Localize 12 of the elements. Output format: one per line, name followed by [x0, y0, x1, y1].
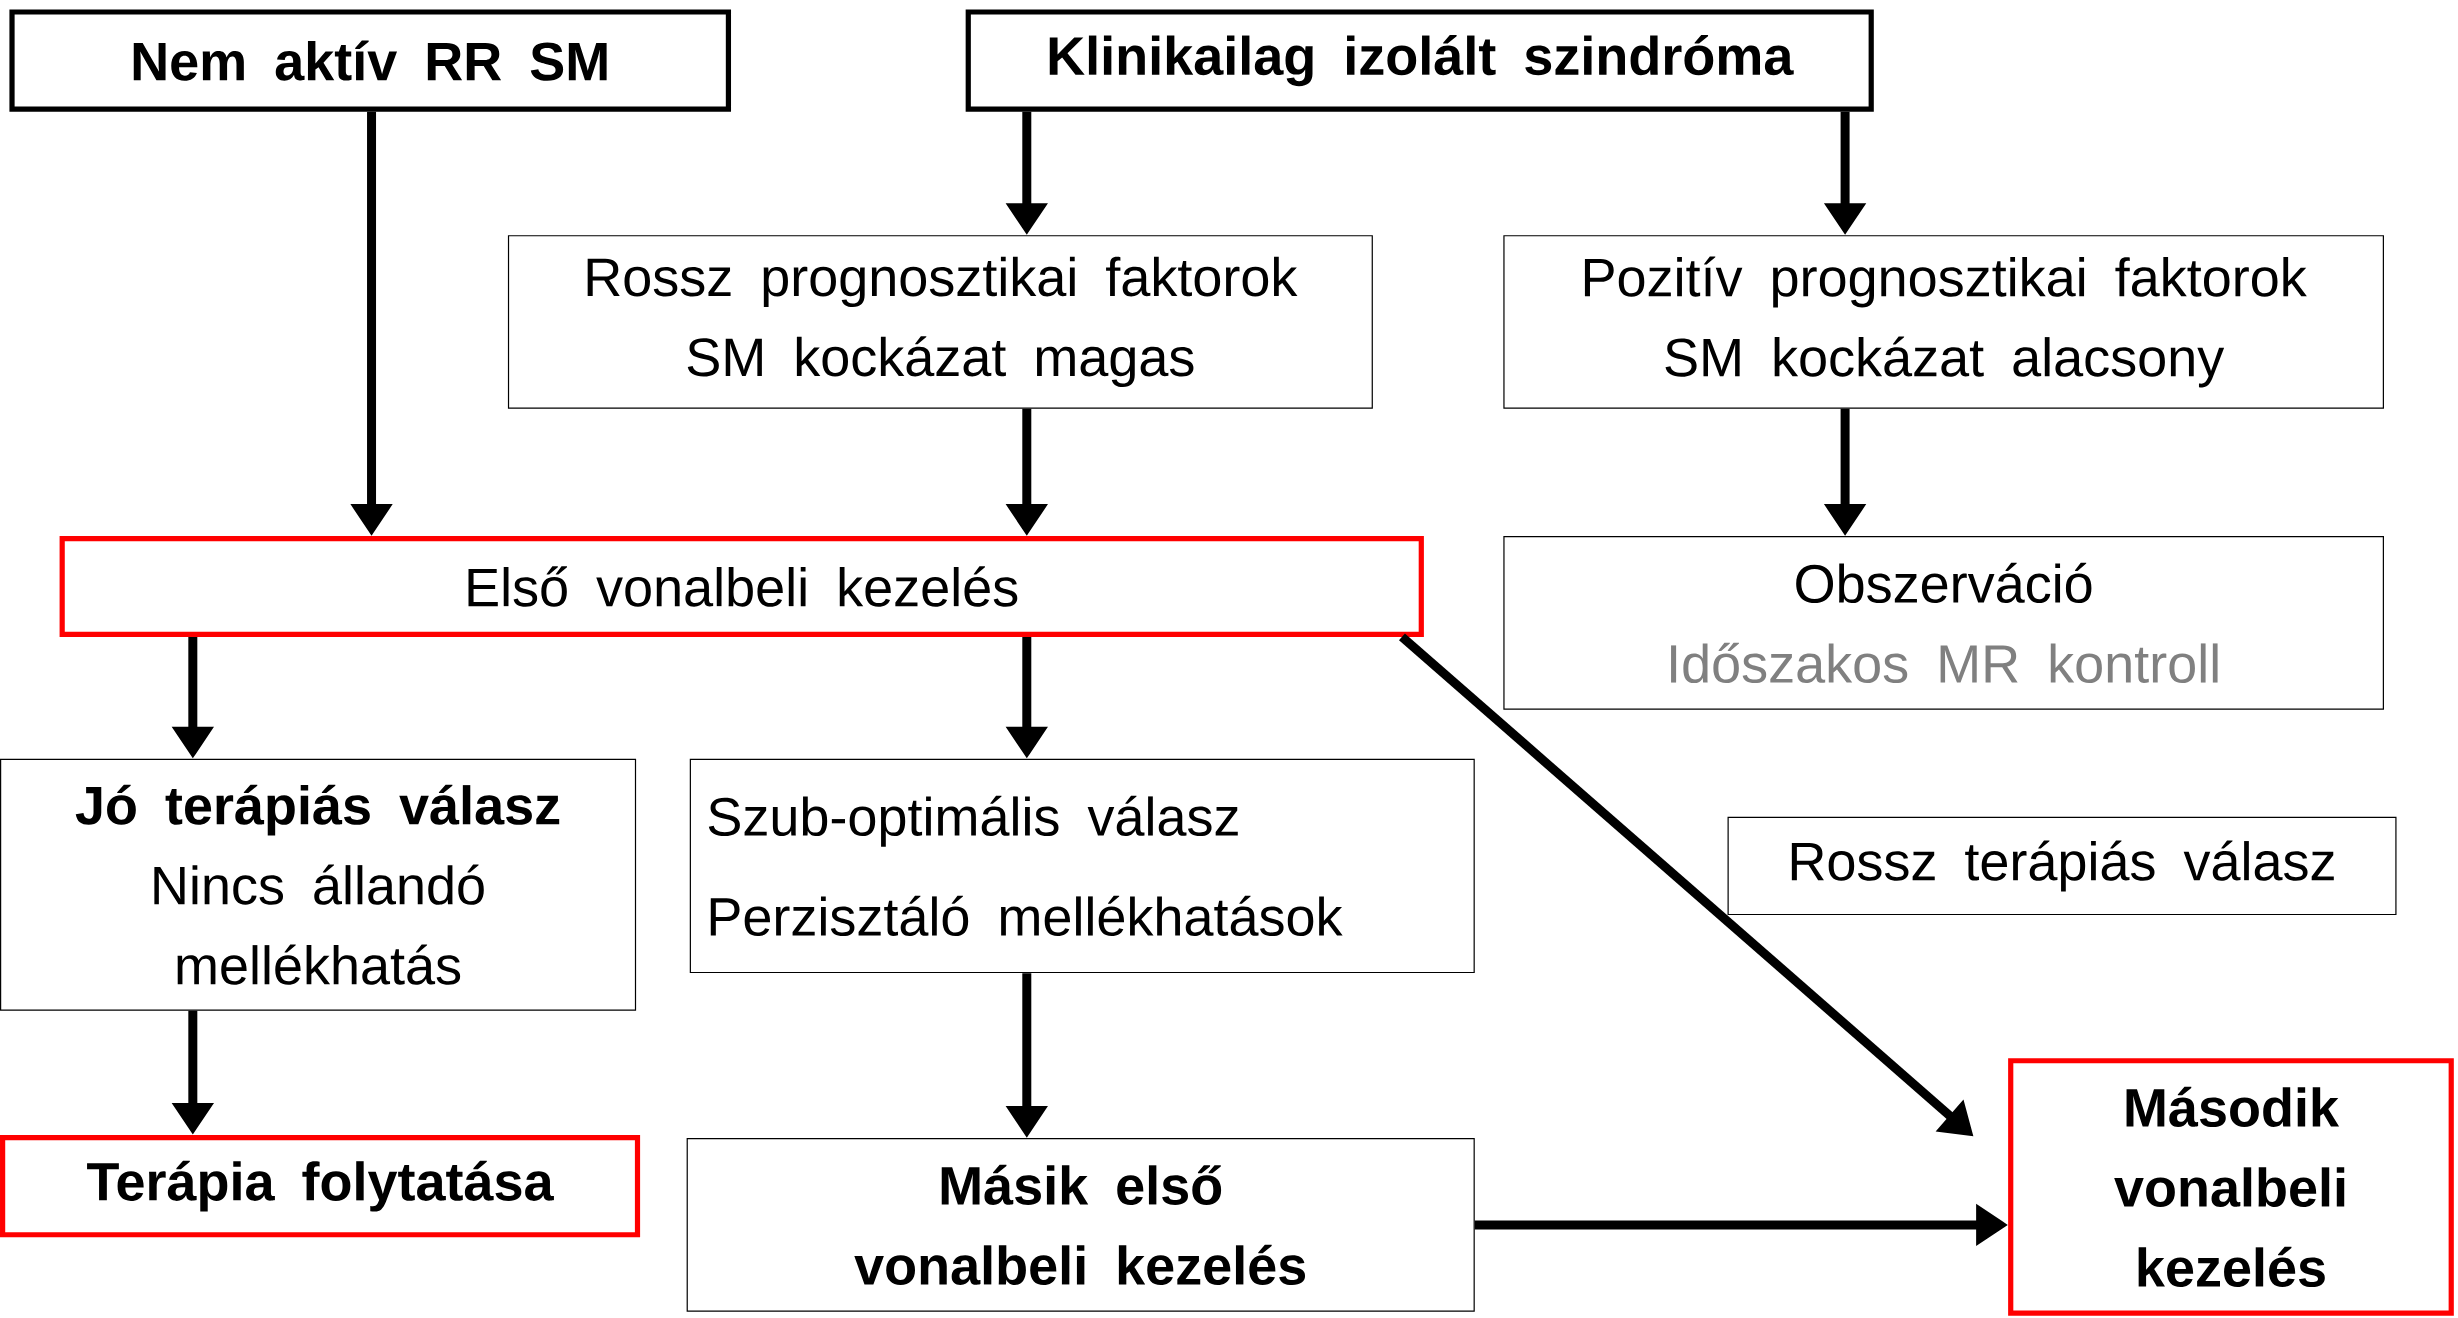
treatment-box: Második vonalbeli kezelés [2008, 1057, 2454, 1316]
process-box: Rossz prognosztikai faktorok SM kockázat magas [507, 234, 1373, 409]
treatment-box: Terápia folytatása [0, 1134, 641, 1238]
process-box: Jó terápiás válasz Nincs állandó mellékhatás [0, 758, 637, 1011]
process-box: Pozitív prognosztikai faktorok SM kockázat alacsony [1503, 234, 2384, 409]
process-box: Rossz terápiás válasz [1727, 816, 2397, 915]
process-box: Obszerváció Időszakos MR kontroll [1503, 535, 2384, 710]
process-box: Szub-optimális válasz Perzisztáló mellékhatások [689, 758, 1475, 973]
process-box: Másik első vonalbeli kezelés [686, 1137, 1475, 1312]
title-box: Klinikailag izolált szindróma [965, 9, 1874, 112]
treatment-box: Első vonalbeli kezelés [59, 535, 1424, 637]
title-box: Nem aktív RR SM [9, 9, 732, 112]
